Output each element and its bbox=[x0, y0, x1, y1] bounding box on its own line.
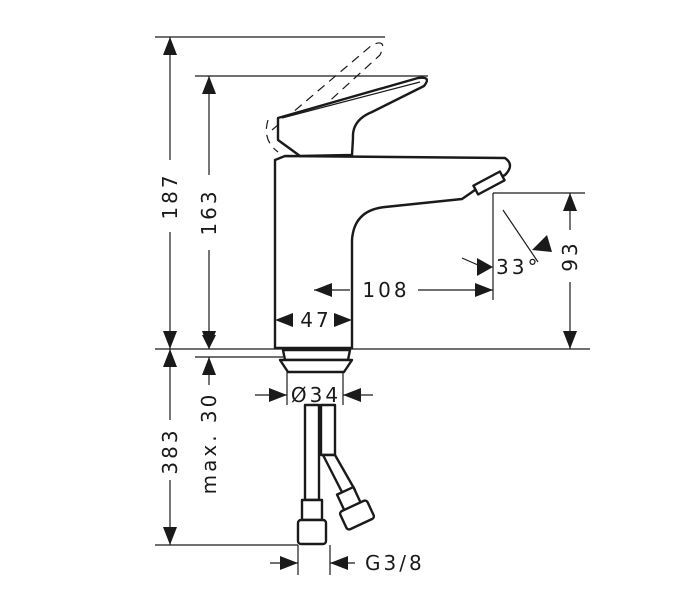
reference-lines bbox=[155, 36, 590, 575]
label-body-width: 47 bbox=[300, 308, 331, 332]
label-total-height: 187 bbox=[158, 172, 182, 219]
label-connection-thread: G3/8 bbox=[365, 551, 425, 575]
dimension-lines bbox=[163, 37, 577, 570]
label-max-deck-thickness: max. 30 bbox=[197, 392, 221, 495]
label-outlet-angle: 33° bbox=[496, 255, 540, 279]
label-below-deck-length: 383 bbox=[158, 427, 182, 474]
faucet-drawing bbox=[265, 42, 512, 546]
label-mount-hole-diameter: Ø34 bbox=[291, 383, 341, 407]
label-spout-top-height: 163 bbox=[197, 188, 221, 235]
label-spout-reach: 108 bbox=[362, 278, 409, 302]
label-outlet-height: 93 bbox=[558, 240, 582, 271]
